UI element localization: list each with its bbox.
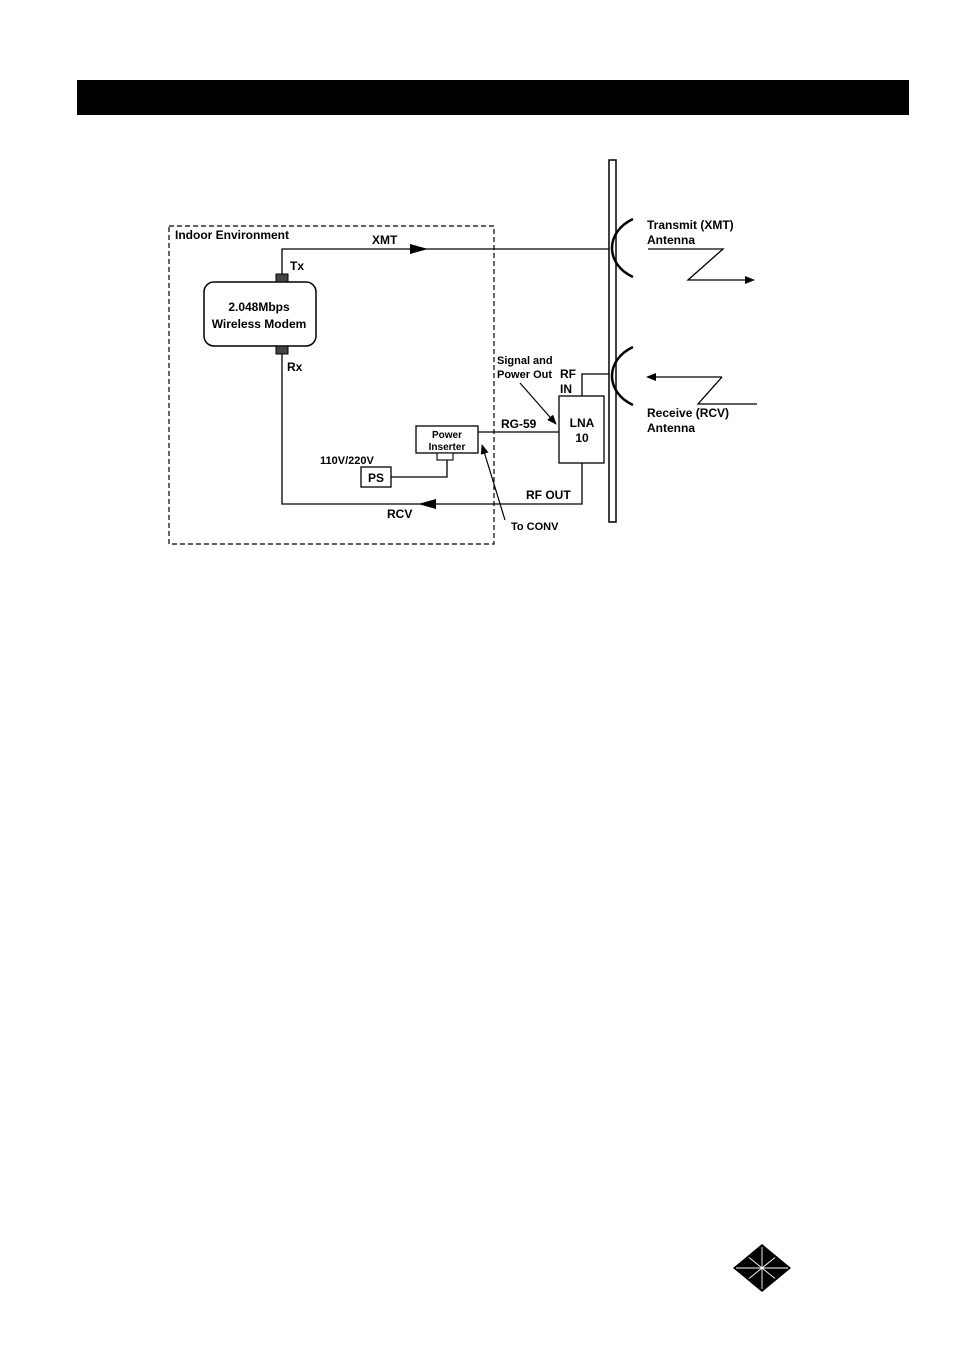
power-inserter-label-line2: Inserter xyxy=(429,442,466,453)
rf-in-label-line2: IN xyxy=(560,382,572,396)
rx-connector-icon xyxy=(276,346,288,354)
power-inserter-label-line1: Power xyxy=(432,430,462,441)
receive-antenna-label-line1: Receive (RCV) xyxy=(647,406,729,420)
receive-antenna-label-line2: Antenna xyxy=(647,421,695,435)
transmit-antenna-label-line2: Antenna xyxy=(647,233,695,247)
transmit-signal-arrow-icon xyxy=(745,276,755,284)
rf-in-line xyxy=(582,374,609,396)
transmit-signal-zigzag xyxy=(648,249,746,280)
lna-label-line2: 10 xyxy=(575,431,589,445)
receive-signal-zigzag xyxy=(698,377,757,404)
receive-signal-arrow-icon xyxy=(646,373,656,381)
antenna-mast xyxy=(609,160,616,522)
diamond-logo-icon xyxy=(733,1244,791,1292)
rf-out-label: RF OUT xyxy=(526,488,571,502)
tx-port-label: Tx xyxy=(290,259,304,273)
rg59-label: RG-59 xyxy=(501,417,537,431)
power-supply-label: PS xyxy=(368,471,384,485)
power-supply-voltage-label: 110V/220V xyxy=(320,455,374,467)
signal-power-label-line1: Signal and xyxy=(497,355,553,367)
tx-connector-icon xyxy=(276,274,288,282)
power-supply-cable xyxy=(391,460,447,477)
rx-port-label: Rx xyxy=(287,360,303,374)
rf-in-label-line1: RF xyxy=(560,367,576,381)
lna-label-line1: LNA xyxy=(570,416,595,430)
wireless-modem xyxy=(204,282,316,346)
power-inserter-connector-icon xyxy=(437,453,453,460)
rcv-arrow-icon xyxy=(418,499,436,509)
transmit-antenna-label-line1: Transmit (XMT) xyxy=(647,218,734,232)
modem-label-line2: Wireless Modem xyxy=(212,317,307,331)
rcv-label: RCV xyxy=(387,507,412,521)
xmt-line xyxy=(282,249,609,274)
modem-label-line1: 2.048Mbps xyxy=(228,300,290,314)
indoor-environment-region xyxy=(169,226,494,544)
indoor-environment-label: Indoor Environment xyxy=(175,228,289,242)
xmt-arrow-icon xyxy=(410,244,428,254)
to-conv-label: To CONV xyxy=(511,521,559,533)
xmt-label: XMT xyxy=(372,233,398,247)
signal-power-label-line2: Power Out xyxy=(497,369,552,381)
